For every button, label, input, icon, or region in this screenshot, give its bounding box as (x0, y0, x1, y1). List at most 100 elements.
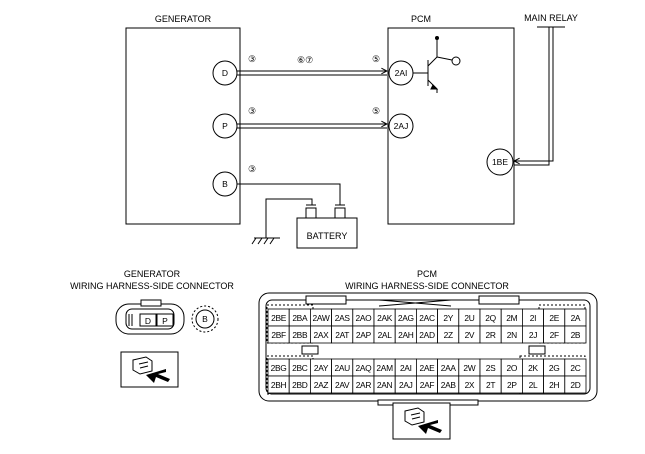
pcm-connector-pin-label: 2T (486, 380, 495, 390)
pcm-connector-pin-label: 2AZ (314, 380, 329, 390)
pcm-connector-pin-label: 2AC (419, 313, 435, 323)
pcm-connector-pin-label: 2AF (420, 380, 435, 390)
wire-battery-ground (265, 198, 313, 238)
pcm-connector-pin-label: 2BE (271, 313, 287, 323)
gen-b-terminal (191, 305, 219, 333)
transistor-arrow (430, 84, 439, 90)
pcm-connector-pin-label: 2Q (485, 313, 496, 323)
pcm-connector-pin-label: 2W (463, 363, 475, 373)
pcm-connector-pin-label: 2AS (335, 313, 351, 323)
pcm-connector-pin-label: 2BC (292, 363, 308, 373)
generator-pin-p-circle (212, 113, 238, 139)
pcm-connector-title-1: PCM (417, 269, 437, 279)
pcm-pin-2aj-circle (388, 113, 414, 139)
pcm-connector-pin-label: 2AI (400, 363, 412, 373)
transistor-junction-dot (435, 36, 439, 40)
pcm-connector-pin-label: 2M (506, 313, 517, 323)
pcm-connector-title-2: WIRING HARNESS-SIDE CONNECTOR (345, 281, 509, 291)
pcm-connector-pin-label: 2BB (292, 330, 308, 340)
ground-symbol (251, 237, 280, 245)
pcm-connector-pin-label: 2AT (335, 330, 349, 340)
pcm-connector-pin-label: 2AG (398, 313, 414, 323)
pcm-connector-pin-label: 2AY (314, 363, 329, 373)
pcm-connector-pin-label: 2I (530, 313, 536, 323)
pcm-connector-pin-label: 2U (464, 313, 474, 323)
pcm-connector-pin-label: 2BA (292, 313, 308, 323)
pcm-connector-pin-label: 2AR (356, 380, 372, 390)
pcm-connector-pin-label: 2BF (271, 330, 286, 340)
pcm-connector-pin-label: 2AU (334, 363, 350, 373)
battery-label: BATTERY (307, 231, 348, 241)
pcm-pin-2ai: 2AI (395, 68, 408, 78)
generator-block: GENERATOR D P B ③ ③ ③ (125, 14, 256, 225)
pcm-box (387, 27, 515, 225)
pcm-connector-pin-label: 2S (486, 363, 496, 373)
pcm-connector-pin-label: 2AW (313, 313, 330, 323)
pcm-connector-pin-label: 2K (528, 363, 538, 373)
pcm-connector-pin-label: 2X (465, 380, 475, 390)
gen-connector-pin-d: D (145, 316, 151, 326)
pcm-connector-pin-label: 2AQ (355, 363, 372, 373)
pcm-block: PCM 2AI 2AJ 1BE ⑤ ⑤ (372, 14, 515, 225)
pcm-connector-pin-label: 2C (570, 363, 580, 373)
pcm-connector-pin-label: 2AJ (399, 380, 413, 390)
generator-pin-d-circle (212, 60, 238, 86)
pcm-connector-pin-label: 2BD (292, 380, 308, 390)
pcm-connector-pin-label: 2J (529, 330, 537, 340)
pcm-connector-pin-label: 2N (507, 330, 517, 340)
pcm-pin-1be: 1BE (492, 157, 508, 167)
pcm-connector-cell (564, 325, 587, 344)
circled-number-pcm-2aj: ⑤ (372, 106, 380, 116)
pcm-connector-pin-label: 2D (570, 380, 580, 390)
gen-connector-pin-p: P (162, 316, 168, 326)
generator-box (125, 27, 241, 225)
pcm-connector-pin-label: 2AH (398, 330, 414, 340)
pcm-connector-pin-label: 2AD (419, 330, 435, 340)
wires (237, 26, 565, 238)
pcm-connector-cell (564, 375, 587, 394)
pcm-connector-pin-label: 2AX (314, 330, 330, 340)
wire-main-relay-1be (514, 27, 554, 161)
pcm-connector-pin-label: 2F (550, 330, 559, 340)
circled-number-gen-b: ③ (248, 164, 256, 174)
pcm-connector-pin-label: 2P (507, 380, 517, 390)
pcm-connector-pin-label: 2AO (355, 313, 372, 323)
pcm-connector-pin-label: 2AB (441, 380, 457, 390)
pcm-probe-icon (392, 402, 451, 440)
generator-title: GENERATOR (155, 14, 212, 24)
gen-connector-title-2: WIRING HARNESS-SIDE CONNECTOR (70, 281, 234, 291)
pcm-pin-2aj: 2AJ (394, 121, 409, 131)
pcm-connector-pin-label: 2H (549, 380, 559, 390)
circled-number-wire-mid: ⑥⑦ (297, 55, 313, 65)
main-relay-label: MAIN RELAY (524, 13, 578, 23)
generator-pin-b: B (222, 179, 228, 189)
generator-pin-d: D (222, 68, 228, 78)
circled-number-pcm-2ai: ⑤ (372, 54, 380, 64)
pcm-connector-pin-label: 2AA (441, 363, 457, 373)
gen-connector (115, 299, 185, 335)
battery (296, 204, 358, 249)
pcm-connector-pin-label: 2A (571, 313, 581, 323)
pcm-connector-pin-label: 2AL (378, 330, 393, 340)
pcm-connector-pin-label: 2O (507, 363, 518, 373)
generator-pin-p: P (222, 121, 228, 131)
transistor-symbol (413, 38, 461, 93)
pcm-connector-pin-label: 2V (465, 330, 475, 340)
pcm-connector-pin-label: 2AN (377, 380, 393, 390)
pcm-connector-pin-label: 2BG (271, 363, 287, 373)
pcm-connector-pin-label: 2G (549, 363, 560, 373)
pcm-connector-pin-label: 2E (549, 313, 559, 323)
pcm-connector-pin-label: 2AM (376, 363, 393, 373)
pcm-pin-1be-circle (486, 148, 514, 176)
pcm-connector-pin-label: 2Y (443, 313, 453, 323)
pcm-connector-pin-label: 2B (571, 330, 581, 340)
circled-number-gen-d: ③ (248, 54, 256, 64)
circled-number-gen-p: ③ (248, 106, 256, 116)
wire-b-to-battery (237, 183, 341, 205)
pcm-connector-pin-label: 2BH (271, 380, 287, 390)
pcm-title: PCM (411, 14, 431, 24)
gen-connector-pin-b: B (202, 314, 208, 324)
wire-main-relay-1be-2 (514, 27, 550, 166)
